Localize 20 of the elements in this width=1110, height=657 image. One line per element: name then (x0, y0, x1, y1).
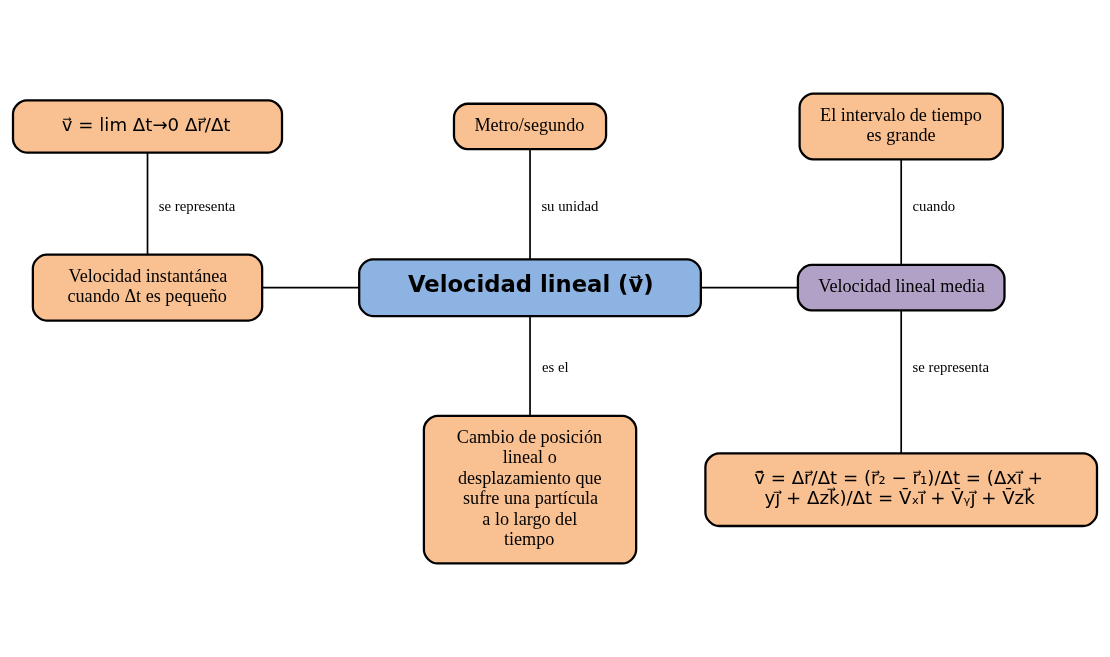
connector (900, 309, 903, 454)
connector (146, 151, 149, 256)
connector (700, 286, 799, 289)
node-box: Metro/segundo (452, 102, 608, 151)
connector (900, 158, 903, 266)
edge-label: es el (541, 359, 569, 376)
node-box: El intervalo de tiempo es grande (798, 92, 1004, 161)
connector (529, 148, 531, 260)
edge-label: se representa (158, 197, 236, 214)
node-box: v̄⃗ = Δr⃗/Δt = (r⃗₂ − r⃗₁)/Δt = (Δxi⃗ + yj⃗ + Δzk⃗)/Δt = V̄ₓi⃗ + V̄ᵧj⃗ + V̄zk⃗ (704, 452, 1099, 528)
node-box: Cambio de posición lineal o desplazamiento que sufre una partícula a lo largo del tiempo (422, 414, 638, 565)
edge-label: se representa (912, 359, 990, 376)
connector (261, 286, 360, 289)
node-box: Velocidad lineal media (796, 263, 1006, 312)
node-box: Velocidad lineal (v⃗) (358, 258, 702, 318)
node-box: v⃗ = lim Δt→0 Δr⃗/Δt (11, 99, 284, 154)
edge-label: cuando (912, 197, 956, 214)
edge-label: su unidad (541, 197, 599, 214)
node-box: Velocidad instantánea cuando Δt es pequeño (31, 253, 264, 322)
connector (529, 315, 531, 417)
